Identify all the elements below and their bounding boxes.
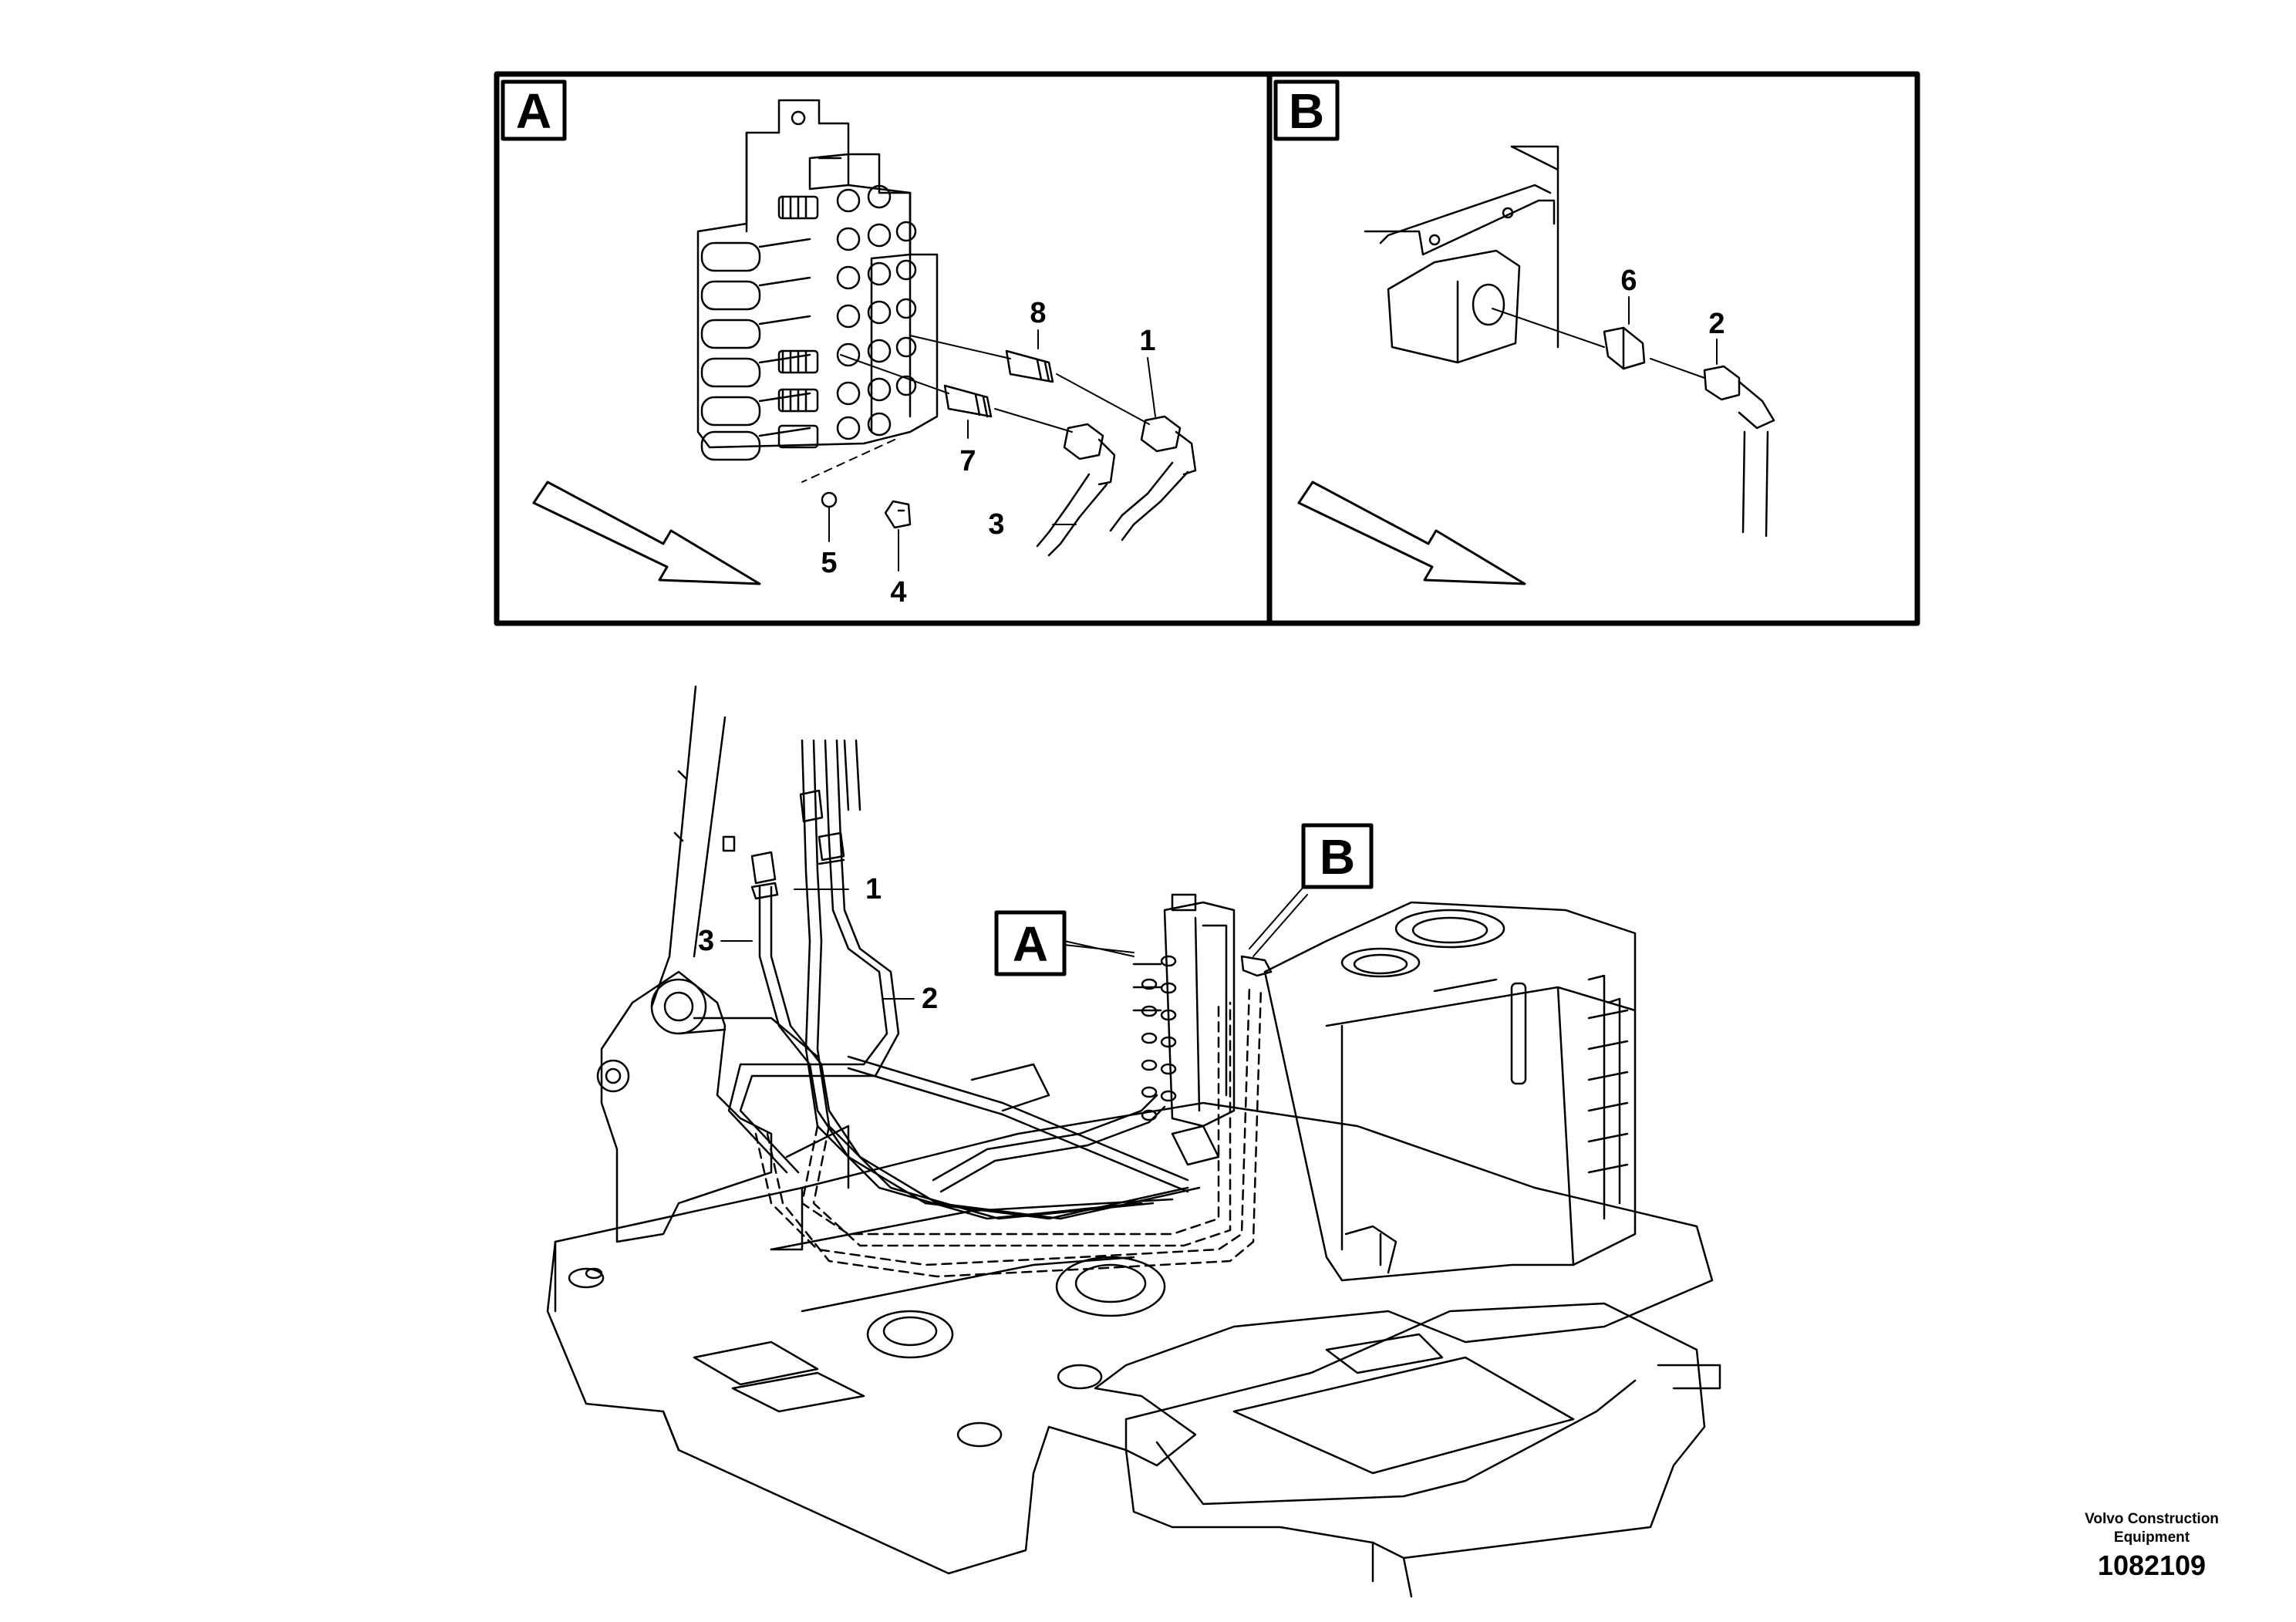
detail-a-callout-5: 5	[821, 547, 837, 579]
main-leader-lines	[720, 889, 915, 1000]
assembly-line-8	[909, 335, 1150, 425]
detail-b-panel	[1266, 71, 1920, 626]
hose-end-fittings-main	[750, 789, 845, 900]
adapter-6	[1603, 326, 1646, 370]
marker-b-leader	[1249, 886, 1308, 957]
drawing-footer: Volvo Construction Equipment 1082109	[2036, 1510, 2267, 1584]
marker-b-box	[1301, 823, 1374, 889]
leader-lines-a	[828, 329, 1156, 572]
main-marker-b: B	[1320, 829, 1355, 885]
detail-a-letter-box	[501, 79, 567, 141]
detail-a-callout-7: 7	[959, 445, 976, 477]
company-name-line-1: Volvo Construction	[2085, 1511, 2219, 1527]
main-view	[546, 685, 1721, 1598]
marker-a-leader	[1064, 940, 1135, 957]
adapter-7	[943, 384, 993, 418]
plug-4	[884, 500, 912, 529]
main-callout-2: 2	[922, 983, 938, 1015]
drawing-number: 1082109	[2097, 1549, 2207, 1581]
detail-a-callout-1: 1	[1139, 325, 1155, 357]
assembly-line-6	[1492, 308, 1605, 348]
assembly-line-7	[840, 354, 1073, 433]
detail-b-letter: B	[1289, 83, 1324, 139]
main-control-valve	[1132, 893, 1273, 1128]
direction-arrow-a	[532, 481, 761, 585]
detail-b-callout-6: 6	[1620, 265, 1637, 297]
detail-a-callout-4: 4	[890, 576, 906, 609]
hidden-hoses	[754, 986, 1263, 1278]
tank-bracket	[1364, 145, 1559, 349]
assembly-line-2	[1650, 358, 1705, 379]
marker-a-box	[994, 910, 1067, 976]
main-callout-3: 3	[698, 925, 714, 957]
adapter-8	[1005, 349, 1054, 383]
valve-ports	[836, 184, 917, 440]
hose-3	[1036, 473, 1108, 557]
o-ring-5	[821, 491, 838, 508]
hose-1	[1109, 461, 1189, 541]
rear-frame	[1124, 1302, 1721, 1598]
hydraulic-tank	[1263, 901, 1637, 1282]
tank-port-block	[1387, 249, 1521, 364]
detail-a-callout-3: 3	[988, 508, 1004, 541]
boom-foot-bracket	[596, 970, 819, 1243]
hose-fitting-3	[1063, 423, 1116, 486]
direction-arrow-b	[1297, 481, 1526, 585]
main-marker-a: A	[1013, 916, 1048, 972]
detail-a-letter: A	[516, 83, 551, 139]
detail-a-callout-8: 8	[1030, 297, 1046, 329]
detail-b-letter-box	[1273, 79, 1340, 141]
valve-spools	[700, 238, 811, 461]
port-fittings	[777, 195, 819, 449]
upper-frame	[546, 1063, 1714, 1575]
detail-b-callout-2: 2	[1708, 308, 1725, 340]
assembly-line-4-5	[801, 439, 895, 483]
hose-fitting-1	[1140, 415, 1197, 476]
hose-2-detail	[1741, 430, 1769, 538]
hoses-main	[727, 739, 1201, 1220]
elbow-fitting-2	[1703, 365, 1775, 430]
boom-arm	[650, 685, 736, 1008]
main-callout-1: 1	[865, 873, 882, 905]
company-name-line-2: Equipment	[2113, 1529, 2190, 1546]
leader-lines-b	[1628, 296, 1718, 365]
